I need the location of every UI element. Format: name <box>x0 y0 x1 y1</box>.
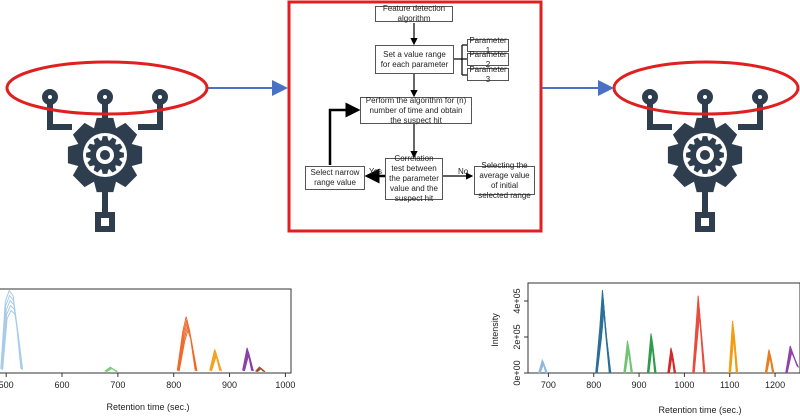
highlight-ellipse-right <box>612 60 800 116</box>
box-perform-algorithm: Perform the algorithm for (n) number of … <box>360 96 472 125</box>
chart-left-xtick-label: 900 <box>222 380 237 390</box>
box-correlation-test: Correlation test between the parameter v… <box>385 154 443 203</box>
chart-right-series-5 <box>693 314 706 374</box>
box-average-value: Selecting the average value of initial s… <box>474 161 535 200</box>
chart-right-series-1 <box>596 310 612 374</box>
chart-left-series-0 <box>2 309 24 370</box>
chart-right: 700 800 900 1000 1100 1200 0e+00 2e+05 4e+05 Ret… <box>490 282 800 415</box>
chart-left-series-4 <box>243 351 254 372</box>
label-yes: Yes <box>369 167 383 176</box>
box-narrow-range: Select narrow range value <box>305 166 365 190</box>
chart-right-ylabel: Intensity <box>490 313 500 347</box>
chart-left-series-1 <box>106 367 118 373</box>
chart-right-xlabel: Retention time (sec.) <box>658 405 741 415</box>
chart-right-ytick-label: 4e+05 <box>512 288 522 313</box>
label-no: No <box>458 167 469 176</box>
gear-circuit-icon-left <box>42 89 168 232</box>
chart-right-xtick-label: 1200 <box>765 380 785 390</box>
flowchart-connectors <box>328 23 474 184</box>
chart-right-ytick-label: 0e+00 <box>512 360 522 385</box>
chart-right-series-7 <box>766 355 775 374</box>
chart-right-xtick-label: 800 <box>586 380 601 390</box>
chart-right-series-4 <box>668 353 677 374</box>
box-feature-detection: Feature detection algorithm <box>375 4 453 23</box>
chart-right-ytick-label: 2e+05 <box>512 324 522 349</box>
gear-inner <box>86 136 124 174</box>
chart-right-xtick-label: 1000 <box>674 380 694 390</box>
box-parameter-3: Parameter 3 <box>467 65 509 84</box>
chart-left-xtick-label: 500 <box>0 380 14 390</box>
flowchart-frame <box>287 0 543 233</box>
chart-left-xtick-label: 700 <box>110 380 125 390</box>
chart-left-plot-area <box>0 288 292 374</box>
chart-right-plot-area <box>527 282 800 374</box>
chart-right-series-6 <box>730 333 739 374</box>
chart-left-series-5 <box>256 367 266 373</box>
chart-left-xtick-label: 1000 <box>275 380 295 390</box>
chart-right-series-0 <box>539 361 548 374</box>
box-set-range: Set a value range for each parameter <box>375 45 454 74</box>
chart-left-series-2 <box>178 328 198 372</box>
chart-right-xtick-label: 1100 <box>720 380 739 390</box>
chart-left-xtick-label: 800 <box>166 380 181 390</box>
chart-right-series-3 <box>648 342 657 374</box>
chart-left-xtick-label: 600 <box>55 380 70 390</box>
chart-left-xlabel: Retention time (sec.) <box>106 402 189 412</box>
chart-right-series-8 <box>786 350 799 374</box>
gear-inner <box>686 136 724 174</box>
box-parameter-1: Parameter 1 <box>467 36 509 55</box>
gear-circuit-icon-right <box>642 89 768 232</box>
chart-left-series-3 <box>211 353 222 372</box>
box-parameter-2: Parameter 2 <box>467 50 509 69</box>
chart-right-series-2 <box>624 348 633 374</box>
chart-right-xtick-label: 900 <box>632 380 647 390</box>
highlight-ellipse-left <box>5 60 209 116</box>
chart-left: 500 600 700 800 900 1000 Retention time (sec.… <box>0 288 295 412</box>
chart-right-xtick-label: 700 <box>541 380 556 390</box>
